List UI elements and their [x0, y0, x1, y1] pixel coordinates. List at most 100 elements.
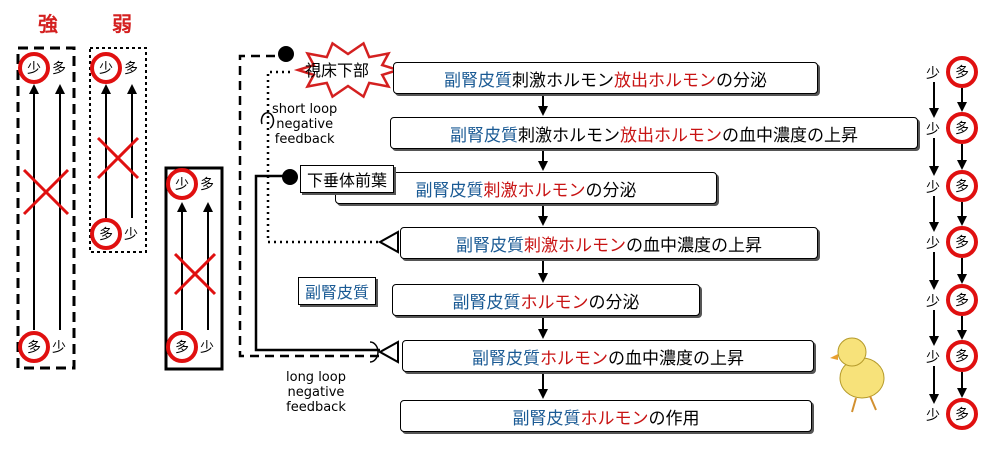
- weak-arrow-left-head: [101, 84, 111, 94]
- right-few-arrow-5-head: [929, 336, 939, 346]
- flow-box-1-segment: 副腎皮質: [444, 70, 512, 91]
- strong-arrow-right-head: [55, 84, 65, 94]
- right-few-6: 少: [926, 350, 940, 366]
- right-few-arrow-2-head: [929, 166, 939, 176]
- right-many-5: 多: [946, 284, 978, 316]
- weak-top-few: 少: [90, 52, 122, 84]
- flow-box-6-segment: の血中濃度の上昇: [608, 348, 744, 369]
- short-loop-line: feedback: [274, 132, 335, 147]
- flow-box-7-segment: の作用: [648, 408, 700, 429]
- flow-box-5-segment: 副腎皮質: [452, 292, 521, 313]
- flow-box-2-segment: 副腎皮質: [450, 125, 518, 146]
- flow-box-7: 副腎皮質ホルモンの作用: [400, 400, 812, 432]
- strong-arrow-left-head: [29, 84, 39, 94]
- flow-arrow-1-head: [538, 161, 548, 171]
- strong-bottom-many-text: 多: [27, 340, 41, 356]
- pituitary-inhibit-dot: [282, 169, 298, 185]
- flow-box-7-segment: ホルモン: [580, 408, 649, 429]
- adrenal-cortex-label: 副腎皮質: [298, 277, 377, 305]
- weak-top-few-text: 少: [99, 61, 113, 77]
- strong-cross-b: [22, 168, 70, 216]
- hypothalamus-inhibit-dot: [278, 46, 294, 62]
- right-many-arrow-4-head: [957, 274, 967, 284]
- strong-bottom-few: 少: [52, 340, 66, 356]
- short-loop-dotted-line: [266, 70, 380, 244]
- right-few-2: 少: [926, 122, 940, 138]
- flow-box-3-segment: 刺激ホルモン: [483, 180, 586, 201]
- long-loop-receptor-triangle: [377, 340, 399, 364]
- short-loop-receptor-triangle: [377, 230, 399, 254]
- mid-top-few: 少: [166, 168, 198, 200]
- flow-box-6: 副腎皮質ホルモンの血中濃度の上昇: [402, 340, 814, 372]
- short-loop-curl: [260, 112, 275, 129]
- flow-arrow-3-head: [538, 273, 548, 283]
- mid-bottom-many: 多: [166, 331, 198, 363]
- short-loop-line: short loop: [272, 102, 338, 117]
- flow-box-6-segment: ホルモン: [540, 348, 608, 369]
- right-few-arrow-4-head: [929, 280, 939, 290]
- anterior-pituitary-label: 下垂体前葉: [300, 165, 395, 193]
- right-few-arrow-6-head: [929, 394, 939, 404]
- right-many-6-text: 多: [955, 349, 969, 365]
- right-many-arrow-2-head: [957, 160, 967, 170]
- right-many-arrow-3-head: [957, 216, 967, 226]
- weak-bottom-many-text: 多: [99, 227, 113, 243]
- right-few-5: 少: [926, 294, 940, 310]
- weak-top-many: 多: [124, 61, 138, 77]
- flow-box-4-segment: の血中濃度の上昇: [626, 235, 762, 256]
- right-many-arrow-5-head: [957, 330, 967, 340]
- flow-box-6-segment: 副腎皮質: [472, 348, 540, 369]
- chick-illustration-head: [837, 337, 867, 367]
- right-many-2-text: 多: [955, 121, 969, 137]
- flow-box-4-segment: 刺激ホルモン: [524, 235, 626, 256]
- hypothalamus-label: 視床下部: [305, 61, 370, 80]
- flow-box-4-segment: 副腎皮質: [456, 235, 524, 256]
- mid-arrow-right-head: [203, 202, 213, 212]
- mid-arrow-left-head: [177, 202, 187, 212]
- right-few-4: 少: [926, 236, 940, 252]
- flow-box-1: 副腎皮質刺激ホルモン放出ホルモンの分泌: [393, 62, 818, 94]
- flow-box-2-segment: 放出ホルモン: [620, 125, 722, 146]
- long-loop-solid-line: [254, 174, 380, 352]
- hypothalamus-starburst: [293, 41, 403, 99]
- right-many-1-text: 多: [955, 65, 969, 81]
- strong-top-few: 少: [18, 52, 50, 84]
- chick-illustration-beak: [830, 354, 838, 360]
- flow-box-5: 副腎皮質ホルモンの分泌: [392, 284, 700, 316]
- strong-bottom-many: 多: [18, 331, 50, 363]
- flow-box-4: 副腎皮質刺激ホルモンの血中濃度の上昇: [400, 227, 818, 259]
- strong-top-many: 多: [52, 61, 66, 77]
- flow-box-5-segment: ホルモン: [520, 292, 589, 313]
- right-many-3-text: 多: [955, 179, 969, 195]
- right-many-5-text: 多: [955, 293, 969, 309]
- short-loop-line: negative: [276, 117, 334, 132]
- flow-box-5-segment: の分泌: [588, 292, 640, 313]
- right-few-1: 少: [926, 66, 940, 82]
- weak-arrow-right-head: [127, 84, 137, 94]
- flow-box-1-segment: 刺激ホルモン: [512, 70, 614, 91]
- flow-box-3: 副腎皮質刺激ホルモンの分泌: [335, 172, 717, 204]
- flow-arrow-2-head: [538, 216, 548, 226]
- right-few-3: 少: [926, 180, 940, 196]
- right-few-arrow-3-head: [929, 222, 939, 232]
- strong-panel-frame: [16, 46, 76, 370]
- flow-box-1-segment: の分泌: [716, 70, 767, 91]
- right-many-arrow-6-head: [957, 388, 967, 398]
- mid-cross-b: [173, 252, 217, 296]
- flow-box-1-segment: 放出ホルモン: [614, 70, 716, 91]
- flow-box-2-segment: 刺激ホルモン: [518, 125, 620, 146]
- long-loop-line: negative: [287, 385, 345, 400]
- flow-box-2-segment: の血中濃度の上昇: [722, 125, 858, 146]
- long-loop-dashed-line: [238, 54, 380, 358]
- flow-box-3-segment: の分泌: [585, 180, 637, 201]
- flow-box-2: 副腎皮質刺激ホルモン放出ホルモンの血中濃度の上昇: [390, 117, 918, 149]
- title-strong: 強: [38, 12, 58, 36]
- mid-bottom-many-text: 多: [175, 340, 189, 356]
- right-many-4: 多: [946, 226, 978, 258]
- right-few-arrow-1-head: [929, 108, 939, 118]
- chick-illustration-legs: [851, 395, 877, 413]
- title-weak: 弱: [112, 12, 132, 36]
- mid-panel-frame: [164, 166, 224, 371]
- mid-bottom-few: 少: [200, 340, 214, 356]
